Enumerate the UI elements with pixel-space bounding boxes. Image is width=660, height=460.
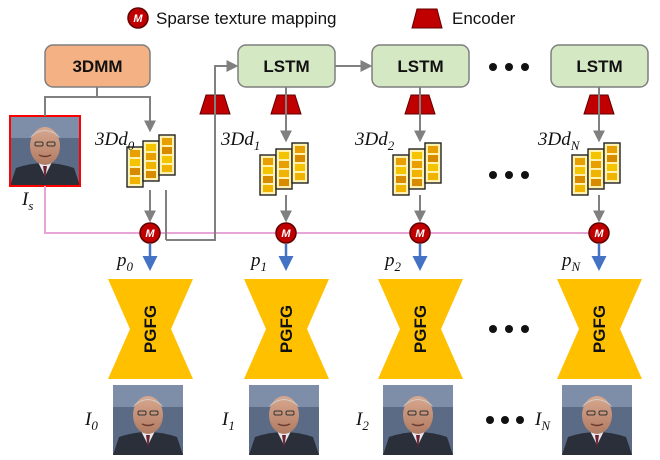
ellipsis-dots-icon bbox=[486, 416, 524, 424]
ellipsis-dots-icon bbox=[489, 171, 529, 179]
generator-label: PGFG bbox=[277, 305, 296, 353]
source-image-label: Is bbox=[21, 189, 33, 213]
mapping-letter: M bbox=[594, 228, 604, 240]
param-label-1: 3Dd1 bbox=[220, 129, 260, 153]
pose-label-1: p1 bbox=[249, 250, 267, 274]
lstm-label-2: LSTM bbox=[397, 57, 443, 76]
mapping-circle-icon bbox=[588, 222, 610, 244]
lstm-label-1: LSTM bbox=[263, 57, 309, 76]
param-label-n: 3DdN bbox=[537, 129, 581, 153]
output-label-n: IN bbox=[534, 409, 551, 433]
legend-encoder-label: Encoder bbox=[452, 9, 516, 28]
output-face-photo bbox=[112, 384, 184, 456]
generator-0: PGFG bbox=[108, 279, 193, 379]
3dmm-label: 3DMM bbox=[72, 57, 122, 76]
generator-n: PGFG bbox=[557, 279, 642, 379]
mapping-node-n: M bbox=[588, 222, 610, 244]
output-face-photo bbox=[248, 384, 320, 456]
mapping-circle-icon bbox=[139, 222, 161, 244]
output-face-photo bbox=[382, 384, 454, 456]
generator-label: PGFG bbox=[590, 305, 609, 353]
texture-line bbox=[44, 186, 600, 234]
mapping-node-0: M bbox=[139, 222, 161, 244]
mapping-icon-letter: M bbox=[133, 13, 143, 25]
param-label-2: 3Dd2 bbox=[354, 129, 395, 153]
mapping-node-2: M bbox=[409, 222, 431, 244]
param-label-0: 3Dd0 bbox=[94, 129, 135, 153]
mapping-letter: M bbox=[281, 228, 291, 240]
generator-1: PGFG bbox=[244, 279, 329, 379]
encoder-to-lstm-arrow bbox=[166, 60, 239, 241]
generator-label: PGFG bbox=[411, 305, 430, 353]
mapping-letter: M bbox=[415, 228, 425, 240]
output-face-photo bbox=[561, 384, 633, 456]
encoder-trapezoid-icon bbox=[411, 8, 443, 29]
output-label-1: I1 bbox=[221, 409, 235, 433]
output-label-0: I0 bbox=[84, 409, 98, 433]
mapping-node-1: M bbox=[275, 222, 297, 244]
pose-label-n: pN bbox=[560, 250, 582, 274]
texture-stack-icon bbox=[392, 142, 442, 196]
ellipsis-dots-icon bbox=[489, 63, 529, 71]
mapping-circle-icon bbox=[275, 222, 297, 244]
pose-label-0: p0 bbox=[115, 250, 134, 274]
texture-stack-icon bbox=[259, 142, 309, 196]
output-label-2: I2 bbox=[355, 409, 369, 433]
source-face-photo bbox=[9, 115, 81, 187]
mapping-letter: M bbox=[145, 228, 155, 240]
ellipsis-dots-icon bbox=[489, 325, 529, 333]
legend-mapping-label: Sparse texture mapping bbox=[156, 9, 337, 28]
lstm-label-n: LSTM bbox=[576, 57, 622, 76]
mapping-circle-icon bbox=[127, 7, 149, 29]
generator-2: PGFG bbox=[378, 279, 463, 379]
generator-label: PGFG bbox=[141, 305, 160, 353]
legend: M Sparse texture mapping Encoder bbox=[127, 7, 516, 29]
mapping-circle-icon bbox=[409, 222, 431, 244]
pose-label-2: p2 bbox=[383, 250, 402, 274]
